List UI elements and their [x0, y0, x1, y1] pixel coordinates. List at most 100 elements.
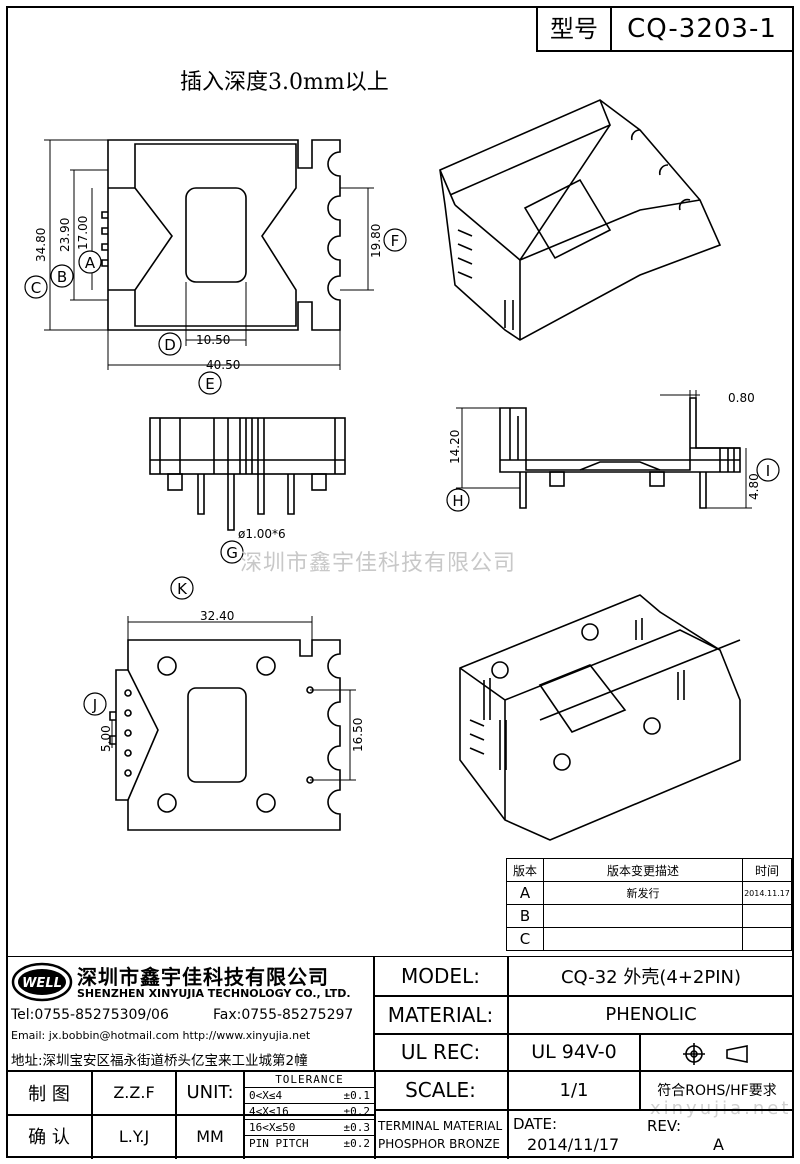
tolerance-value: ±0.1 [330, 1087, 374, 1104]
tolerance-table: TOLERANCE 0<X≤4±0.1 4<X≤16±0.2 16<X≤50±0… [245, 1072, 374, 1151]
dim-4-80: 4.80 [747, 473, 761, 500]
svg-text:I: I [766, 462, 770, 480]
revision-table: 版本 版本变更描述 时间 A 新发行 2014.11.17 B C [506, 858, 792, 951]
tolerance-title: TOLERANCE [245, 1072, 374, 1088]
terminal-material-value: PHOSPHOR BRONZE [378, 1137, 500, 1151]
tolerance-range: 0<X≤4 [245, 1087, 331, 1104]
dim-40-50: 40.50 [206, 358, 240, 372]
rev-header-desc: 版本变更描述 [543, 858, 743, 882]
callout-a: A [78, 250, 102, 274]
insertion-depth-note: 插入深度3.0mm以上 [180, 70, 389, 95]
rev-desc [543, 927, 743, 951]
rev-time [742, 927, 792, 951]
dim-23-90: 23.90 [58, 218, 72, 252]
callout-e: E [198, 371, 222, 395]
rev-label: REV: [647, 1117, 681, 1135]
svg-text:A: A [85, 254, 96, 272]
date-value: 2014/11/17 [527, 1135, 620, 1154]
model-label: 型号 [538, 8, 612, 50]
callout-h: H [446, 488, 470, 512]
rev-ver: A [506, 881, 544, 905]
dim-14-20: 14.20 [448, 430, 462, 464]
rev-ver: B [506, 904, 544, 928]
rev-time: 2014.11.17 [742, 881, 792, 905]
dim-0-80: 0.80 [728, 391, 755, 405]
svg-text:E: E [205, 375, 214, 393]
website-watermark: xinyujia.net [650, 1098, 792, 1119]
svg-text:B: B [57, 268, 67, 286]
company-email: Email: jx.bobbin@hotmail.com http://www.… [11, 1029, 311, 1042]
checked-label: 确 认 [28, 1127, 70, 1148]
isometric-view-top [439, 99, 722, 341]
dim-19-80: 19.80 [369, 224, 383, 258]
drawn-value: Z.Z.F [113, 1083, 155, 1102]
svg-text:F: F [391, 232, 400, 250]
svg-text:G: G [226, 544, 238, 562]
dim-34-80: 34.80 [34, 228, 48, 262]
company-watermark: 深圳市鑫宇佳科技有限公司 [240, 551, 517, 576]
rev-desc: 新发行 [543, 881, 743, 905]
dim-10-50: 10.50 [196, 333, 230, 347]
callout-k: K [170, 576, 194, 600]
rev-header-time: 时间 [742, 858, 792, 882]
rev-time [742, 904, 792, 928]
rev-ver: C [506, 927, 544, 951]
dim-pin-dia: ø1.00*6 [238, 527, 286, 541]
svg-text:D: D [164, 336, 176, 354]
callout-g: G [220, 540, 244, 564]
side-view [499, 397, 741, 509]
title-block: WELL 深圳市鑫宇佳科技有限公司 SHENZHEN XINYUJIA TECH… [6, 956, 794, 1159]
tolerance-value: ±0.2 [343, 1137, 371, 1150]
tolerance-value: ±0.2 [330, 1103, 374, 1120]
ulrec-value: UL 94V-0 [531, 1041, 617, 1063]
company-name-cn: 深圳市鑫宇佳科技有限公司 [77, 965, 329, 989]
isometric-view-bottom [459, 594, 741, 841]
date-label: DATE: [513, 1115, 558, 1133]
rohs-note: 符合ROHS/HF要求 [657, 1083, 777, 1099]
model-number: CQ-3203-1 [627, 14, 777, 44]
drawn-label: 制 图 [28, 1083, 70, 1105]
dim-5-00: 5.00 [99, 725, 113, 752]
technical-drawing: 34.80 23.90 17.00 19.80 10.50 40.50 14.2… [24, 99, 780, 841]
company-fax: Fax:0755-85275297 [213, 1007, 354, 1023]
rev-desc [543, 904, 743, 928]
unit-value: MM [196, 1126, 224, 1146]
projection-symbol-icon [683, 1043, 763, 1069]
rev-header-version: 版本 [506, 858, 544, 882]
dim-32-40: 32.40 [200, 609, 234, 623]
unit-label: UNIT: [186, 1082, 234, 1103]
callout-b: B [50, 264, 74, 288]
model-label: MODEL: [401, 964, 480, 988]
material-value: PHENOLIC [605, 1004, 697, 1025]
scale-value: 1/1 [559, 1079, 589, 1101]
rev-value: A [713, 1135, 724, 1154]
model-value: CQ-32 外壳(4+2PIN) [560, 967, 742, 988]
callout-j: J [83, 692, 107, 716]
svg-text:WELL: WELL [22, 976, 62, 991]
model-number-box: 型号 CQ-3203-1 [536, 8, 792, 52]
svg-text:K: K [177, 580, 188, 598]
bottom-view [109, 639, 341, 831]
svg-text:C: C [31, 279, 41, 297]
scale-label: SCALE: [405, 1078, 476, 1102]
company-logo: WELL [11, 961, 73, 1003]
material-label: MATERIAL: [387, 1002, 494, 1027]
callout-d: D [158, 332, 182, 356]
svg-text:H: H [452, 492, 463, 510]
dim-16-50: 16.50 [351, 718, 365, 752]
tolerance-value: ±0.3 [330, 1119, 374, 1136]
tolerance-range: 16<X≤50 [245, 1119, 331, 1136]
top-view [101, 139, 341, 331]
checked-value: L.Y.J [118, 1126, 150, 1146]
ulrec-label: UL REC: [400, 1040, 481, 1064]
tolerance-range: PIN PITCH [249, 1137, 309, 1150]
callout-i: I [756, 458, 780, 482]
svg-text:J: J [92, 696, 97, 714]
company-address: 地址:深圳宝安区福永街道桥头亿宝来工业城第2幢 [11, 1053, 308, 1069]
company-tel: Tel:0755-85275309/06 [11, 1007, 169, 1023]
callout-f: F [383, 228, 407, 252]
callout-c: C [24, 275, 48, 299]
terminal-material-label: TERMINAL MATERIAL [378, 1119, 503, 1133]
tolerance-range: 4<X≤16 [245, 1103, 331, 1120]
front-view [149, 417, 346, 531]
